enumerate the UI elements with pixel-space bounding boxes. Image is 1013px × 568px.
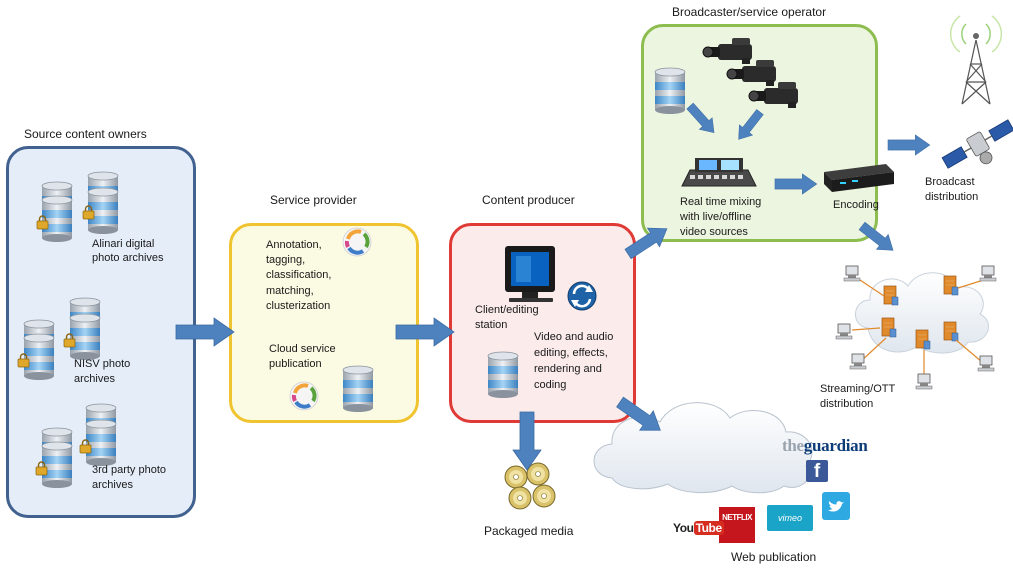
- arrow-producer-to-packaged: [512, 411, 542, 471]
- arrow-to-broadcast: [887, 134, 931, 156]
- arrow-mixer-to-encoding: [774, 173, 818, 195]
- producer-editing-4: coding: [534, 379, 567, 391]
- arrow-source-to-provider: [175, 317, 235, 347]
- broadcaster-db-icon: [654, 67, 686, 115]
- web-cloud-icon: [593, 402, 813, 494]
- service-provider-title: Service provider: [270, 193, 357, 207]
- content-producer-title: Content producer: [482, 193, 575, 207]
- netflix-logo: NETFLIX: [719, 507, 755, 543]
- guardian-logo: theguardian: [782, 436, 868, 456]
- nisv-label-line2: archives: [74, 373, 115, 385]
- arrow-to-streaming: [855, 218, 900, 259]
- arrow-provider-to-producer: [395, 317, 455, 347]
- broadcast-distribution-line1: Broadcast: [925, 176, 975, 188]
- twitter-bird-icon: [828, 501, 844, 512]
- provider-task-3: classification,: [266, 269, 332, 281]
- nisv-label-line1: NISV photo: [74, 358, 131, 370]
- producer-editing-1: Video and audio: [534, 331, 614, 343]
- youtube-logo-tube: Tube: [693, 521, 724, 535]
- third-party-label-line1: 3rd party photo: [92, 464, 166, 476]
- arrow-cameras-to-mixer: [731, 106, 767, 145]
- discs-icon: [504, 462, 556, 510]
- editing-station-line2: station: [475, 319, 508, 331]
- vimeo-logo-text: vimeo: [777, 513, 802, 523]
- cloud-publication-line1: Cloud service: [269, 343, 336, 355]
- mixing-line3: video sources: [680, 226, 748, 238]
- streaming-distribution-line2: distribution: [820, 398, 874, 410]
- cycle-icon: [341, 226, 373, 258]
- video-camera-icon: [702, 37, 799, 109]
- packaged-media-label: Packaged media: [484, 524, 574, 538]
- third-party-label-line2: archives: [92, 479, 133, 491]
- broadcast-distribution-line2: distribution: [925, 191, 979, 203]
- broadcaster-box: [641, 24, 878, 242]
- alinari-label-line2: photo archives: [92, 252, 164, 264]
- web-publication-label: Web publication: [731, 550, 817, 564]
- guardian-logo-name: guardian: [803, 436, 868, 455]
- arrow-producer-to-broadcaster: [621, 219, 674, 264]
- broadcaster-title: Broadcaster/service operator: [672, 5, 827, 19]
- facebook-logo-f: f: [813, 461, 821, 482]
- cycle-icon: [288, 380, 320, 412]
- cloud-publication-line2: publication: [269, 358, 322, 370]
- twitter-logo: [822, 492, 850, 520]
- youtube-logo-you: You: [673, 521, 694, 535]
- producer-editing-3: rendering and: [534, 363, 602, 375]
- provider-task-2: tagging,: [266, 254, 306, 266]
- alinari-db-icon: [36, 171, 119, 243]
- editing-station-icon: [505, 246, 555, 302]
- netflix-logo-text: NETFLIX: [722, 513, 752, 522]
- sync-icon: [567, 281, 597, 311]
- service-provider-box: [229, 223, 419, 423]
- arrow-db-to-mixer: [683, 99, 721, 139]
- guardian-logo-the: the: [782, 436, 804, 455]
- provider-task-5: clusterization: [266, 300, 331, 312]
- provider-task-1: Annotation,: [266, 239, 322, 251]
- mixer-icon: [681, 158, 757, 187]
- streaming-distribution-line1: Streaming/OTT: [820, 383, 896, 395]
- vimeo-logo: vimeo: [767, 505, 813, 531]
- encoding-label: Encoding: [833, 199, 879, 211]
- producer-editing-2: editing, effects,: [534, 347, 608, 359]
- provider-db-icon: [342, 365, 374, 413]
- alinari-label-line1: Alinari digital: [92, 238, 155, 250]
- satellite-icon: [941, 119, 1013, 169]
- provider-task-4: matching,: [266, 285, 314, 297]
- source-owners-title: Source content owners: [24, 127, 147, 141]
- editing-station-line1: Client/editing: [475, 304, 539, 316]
- mixing-line1: Real time mixing: [680, 196, 762, 208]
- facebook-logo: f: [806, 460, 828, 482]
- mixing-line2: with live/offline: [680, 211, 752, 223]
- broadcast-tower-icon: [949, 15, 1003, 105]
- encoder-icon: [824, 164, 894, 192]
- producer-db-icon: [487, 351, 519, 399]
